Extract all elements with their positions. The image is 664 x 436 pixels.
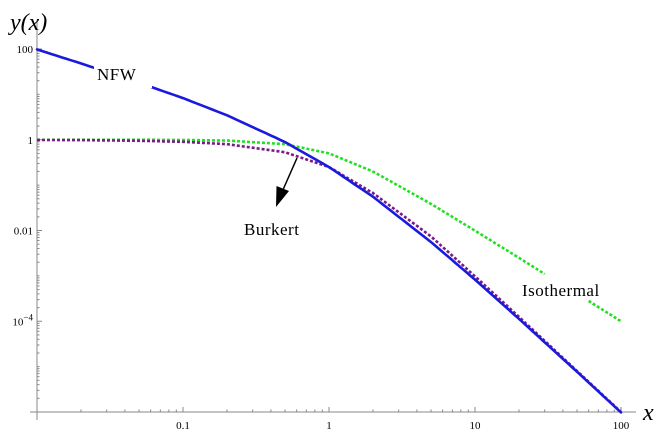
y-tick-label: 10−4 bbox=[12, 312, 33, 328]
series-burkert bbox=[36, 138, 622, 413]
ticks: 0.1 1 10 100 100 1 0.01 10−4 bbox=[12, 44, 629, 432]
x-tick-label: 1 bbox=[326, 420, 332, 432]
series-isothermal-tail bbox=[587, 299, 622, 323]
label-nfw: NFW bbox=[97, 65, 137, 84]
series-group bbox=[35, 48, 623, 414]
label-isothermal: Isothermal bbox=[522, 281, 600, 300]
series-nfw bbox=[35, 48, 623, 414]
y-axis-title: y(x) bbox=[8, 10, 47, 36]
series-isothermal bbox=[37, 138, 546, 276]
x-axis-title: x bbox=[642, 400, 654, 426]
x-tick-label: 10 bbox=[470, 420, 482, 432]
burkert-arrow-head bbox=[276, 186, 289, 207]
x-tick-label: 0.1 bbox=[176, 420, 190, 432]
nfw-label-mask bbox=[94, 58, 152, 88]
label-burkert: Burkert bbox=[244, 220, 299, 239]
burkert-arrow-shaft bbox=[281, 157, 298, 193]
y-tick-label: 100 bbox=[17, 44, 34, 56]
y-tick-label: 0.01 bbox=[14, 226, 33, 238]
x-tick-label: 100 bbox=[613, 420, 630, 432]
y-tick-label: 1 bbox=[28, 135, 34, 147]
